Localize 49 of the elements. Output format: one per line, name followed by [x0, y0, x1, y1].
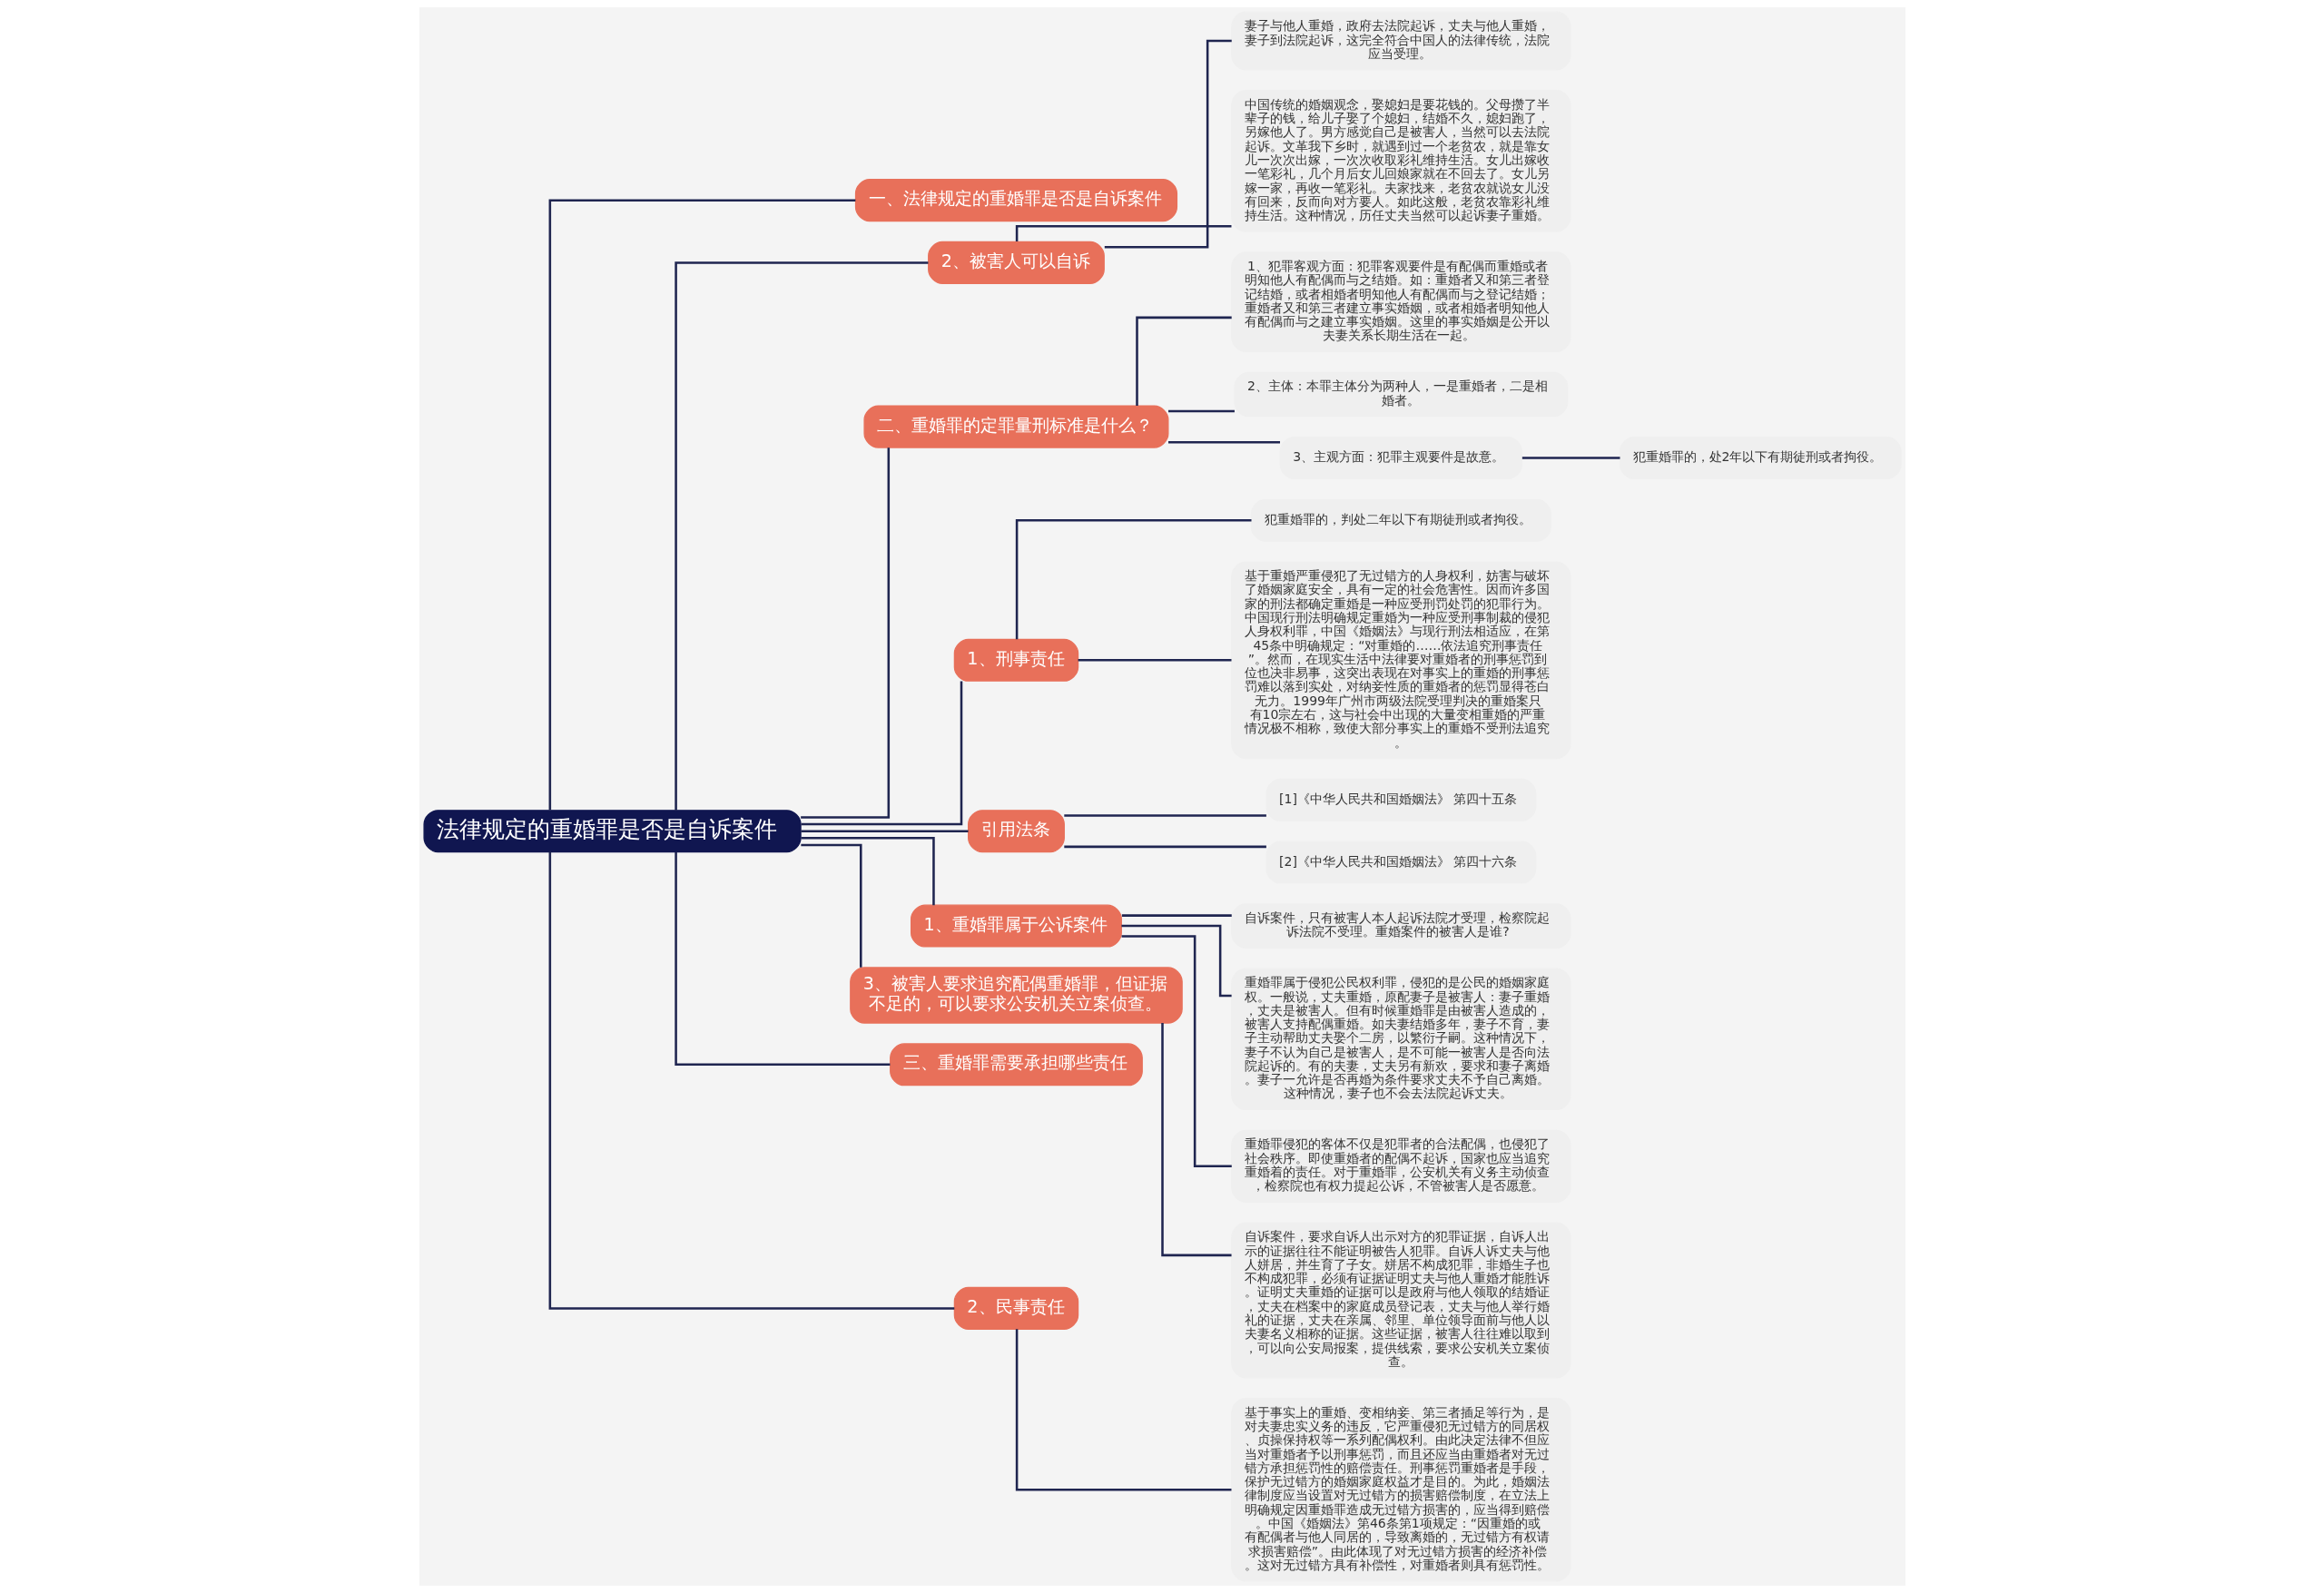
node-text: 3、主观方面：犯罪主观要件是故意。	[1292, 449, 1504, 465]
connector	[1104, 39, 1232, 249]
node-box: 二、重婚罪的定罪量刑标准是什么？	[862, 405, 1168, 448]
connector	[1063, 814, 1266, 817]
connector	[1135, 316, 1232, 406]
node-box: 1、重婚罪属于公诉案件	[910, 904, 1122, 948]
node-text: [2]《中华人民共和国婚姻法》 第四十六条	[1278, 853, 1517, 869]
connector	[801, 681, 962, 826]
connector	[1120, 924, 1232, 998]
connector	[800, 830, 969, 832]
node-box: 法律规定的重婚罪是否是自诉案件	[422, 810, 802, 853]
node-text: 犯重婚罪的，判处二年以下有期徒刑或者拘役。	[1264, 511, 1531, 526]
node-text: 基于重婚严重侵犯了无过错方的人身权利，妨害与破坏了婚姻家庭安全，具有一定的社会危害性。因而许多国家的刑法都确定重婚是一种应受刑罚处罚的犯罪行为。中国现行刑法明确规定重婚为一种应受刑事制裁的侵犯人身权利罪，中国《婚姻法》与现行刑法相适应，在第45条中明确规定：“对重婚的……依法追究刑事责任”。然而，在现实生活中法律要对重婚者的刑事惩罚到位也决非易事，这突出表现在对事实上的重婚的刑事惩罚难以落到实处，对纳妾性质的重婚者的惩罚显得苍白无力。1999年广州市两级法院受理判决的重婚案只有10宗左右，这与社会中出现的大量变相重婚的严重情况极不相称，致使大部分事实上的重婚不受刑法追究。	[1244, 568, 1550, 750]
node-text: 2、主体：本罪主体分为两种人，一是重婚者，二是相婚者。	[1246, 379, 1548, 408]
connector	[1167, 409, 1235, 413]
connector	[548, 199, 855, 811]
connector	[1121, 914, 1232, 917]
node-text: 1、犯罪客观方面：犯罪客观要件是有配偶而重婚或者明知他人有配偶而与之结婚。如：重婚者又和第三者登记结婚，或者相婚者明知他人有配偶而与之登记结婚；重婚者又和第三者建立事实婚姻，或者相婚者明知他人有配偶而与之建立事实婚姻。这里的事实婚姻是公开以夫妻关系长期生活在一起。	[1244, 259, 1550, 343]
node-text: 自诉案件，只有被害人本人起诉法院才受理，检察院起诉法院不受理。重婚案件的被害人是谁?	[1244, 910, 1550, 939]
node-box: 三、重婚罪需要承担哪些责任	[889, 1043, 1143, 1087]
node-text: [1]《中华人民共和国婚姻法》 第四十五条	[1278, 791, 1517, 806]
connector	[1015, 1329, 1231, 1491]
connector	[1078, 659, 1231, 662]
node-text: 重婚罪属于侵犯公民权利罪，侵犯的是公民的婚姻家庭权。一般说，丈夫重婚，原配妻子是被害人：妻子重婚，丈夫是被害人。但有时候重婚罪是由被害人造成的，被害人支持配偶重婚。如夫妻结婚多年，妻子不育，妻子主动帮助丈夫娶个二房，以繁衍子嗣。这种情况下，妻子不认为自己是被害人，是不可能一被害人是否向法院起诉的。有的夫妻，丈夫另有新欢，要求和妻子离婚。妻子一允许是否再婚为条件要求丈夫不予自己离婚。这种情况，妻子也不会去法院起诉丈夫。	[1244, 975, 1550, 1101]
connector	[1015, 225, 1231, 242]
node-text: 重婚罪侵犯的客体不仅是犯罪者的合法配偶，也侵犯了社会秩序。即使重婚者的配偶不起诉，国家也应当追究重婚着的责任。对于重婚罪，公安机关有义务主动侦查，检察院也有权力提起公诉，不管被害人是否愿意。	[1244, 1136, 1550, 1194]
connector	[674, 261, 928, 811]
node-box: 2、被害人可以自诉	[927, 241, 1105, 284]
node-box: 2、民事责任	[953, 1286, 1078, 1330]
connector	[800, 843, 862, 968]
node-box: 1、刑事责任	[953, 638, 1078, 682]
connector	[1063, 845, 1266, 849]
connector	[1121, 935, 1232, 1168]
connector	[1160, 1023, 1232, 1257]
connector	[548, 851, 954, 1310]
connector	[674, 851, 890, 1067]
node-text: 妻子与他人重婚，政府去法院起诉，丈夫与他人重婚，妻子到法院起诉，这完全符合中国人的法律传统，法院应当受理。	[1244, 18, 1550, 61]
connector	[1167, 441, 1280, 444]
node-text: 基于事实上的重婚、变相纳妾、第三者插足等行为，是对夫妻忠实义务的违反，它严重侵犯无过错方的同居权、贞操保持权等一系列配偶权利。由此决定法律不但应当对重婚者予以刑事惩罚，而且还应当由重婚者对无过错方承担惩罚性的赔偿责任。刑事惩罚重婚者是手段，保护无过错方的婚姻家庭权益才是目的。为此，婚姻法律制度应当设置对无过错方的损害赔偿制度，在立法上明确规定因重婚罪造成无过错方损害的，应当得到赔偿。中国《婚姻法》第46条第1项规定：“因重婚的或有配偶者与他人同居的，导致离婚的，无过错方有权请求损害赔偿”。由此体现了对无过错方损害的经济补偿。这对无过错方具有补偿性，对重婚者则具有惩罚性。	[1244, 1404, 1550, 1572]
connector	[1521, 457, 1620, 459]
node-text: 自诉案件，要求自诉人出示对方的犯罪证据，自诉人出示的证据往往不能证明被告人犯罪。自诉人诉丈夫与他人姘居，并生育了子女。姘居不构成犯罪，非婚生子也不构成犯罪，必须有证据证明丈夫与他人重婚才能胜诉。证明丈夫重婚的证据可以是政府与他人领取的结婚证，丈夫在档案中的家庭成员登记表，丈夫与他人举行婚礼的证据，丈夫在亲属、邻里、单位领导面前与他人以夫妻名义相称的证据。这些证据，被害人往往难以取到，可以向公安局报案，提供线索，要求公安机关立案侦查。	[1244, 1229, 1550, 1369]
node-box: 3、被害人要求追究配偶重婚罪，但证据不足的，可以要求公安机关立案侦查。	[849, 967, 1183, 1024]
connector	[800, 447, 890, 819]
node-text: 中国传统的婚姻观念，娶媳妇是要花钱的。父母攒了半辈子的钱，给儿子娶了个媳妇，结婚不久，媳妇跑了，另嫁他人了。男方感觉自己是被害人，当然可以去法院起诉。文革我下乡时，就遇到过一个老贫农，就是靠女儿一次次出嫁，一次次收取彩礼维持生活。女儿出嫁收一笔彩礼，几个月后女儿回娘家就在不回去了。女儿另嫁一家，再收一笔彩礼。夫家找来，老贫农就说女儿没有回来，反而向对方要人。如此这般，老贫农靠彩礼维持生活。这种情况，历任丈夫当然可以起诉妻子重婚。	[1244, 96, 1550, 223]
node-box: 引用法条	[967, 810, 1065, 853]
connector	[1015, 519, 1251, 640]
connector	[801, 837, 935, 906]
node-box: 一、法律规定的重婚罪是否是自诉案件	[854, 179, 1177, 222]
node-text: 犯重婚罪的，处2年以下有期徒刑或者拘役。	[1632, 449, 1883, 465]
